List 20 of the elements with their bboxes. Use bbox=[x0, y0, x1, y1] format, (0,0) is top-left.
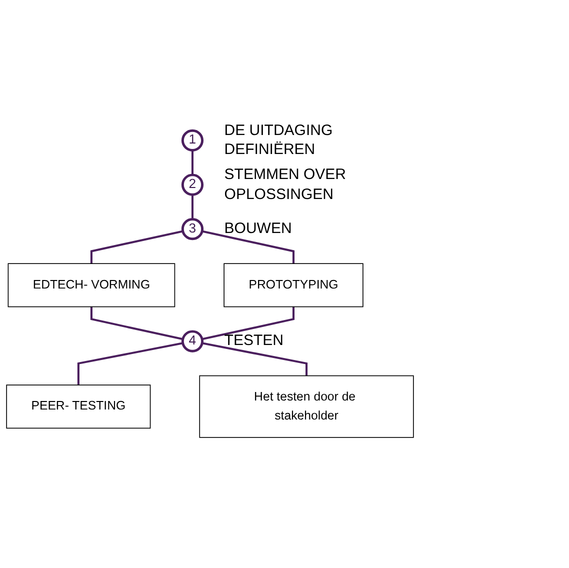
step-caption: DE UITDAGING DEFINIËREN bbox=[224, 120, 334, 160]
connector bbox=[90, 306, 184, 340]
step-caption: STEMMEN OVER OPLOSSINGEN bbox=[224, 165, 347, 204]
step-caption: BOUWEN bbox=[224, 219, 293, 239]
node-circle: 4 bbox=[181, 330, 204, 352]
connector bbox=[202, 230, 295, 264]
connector bbox=[202, 306, 295, 340]
node-box: PEER- TESTING bbox=[6, 384, 151, 429]
connector bbox=[191, 150, 194, 175]
node-box: PROTOTYPING bbox=[224, 263, 364, 308]
step-caption: TESTEN bbox=[224, 331, 284, 351]
node-box: EDTECH- VORMING bbox=[8, 263, 176, 308]
connector bbox=[202, 342, 308, 376]
connector bbox=[90, 230, 184, 264]
node-circle: 3 bbox=[181, 218, 204, 240]
connector bbox=[77, 342, 184, 385]
node-circle: 2 bbox=[181, 174, 204, 196]
node-box: Het testen door de stakeholder bbox=[199, 375, 414, 438]
connector bbox=[191, 194, 194, 220]
node-circle: 1 bbox=[181, 129, 204, 152]
